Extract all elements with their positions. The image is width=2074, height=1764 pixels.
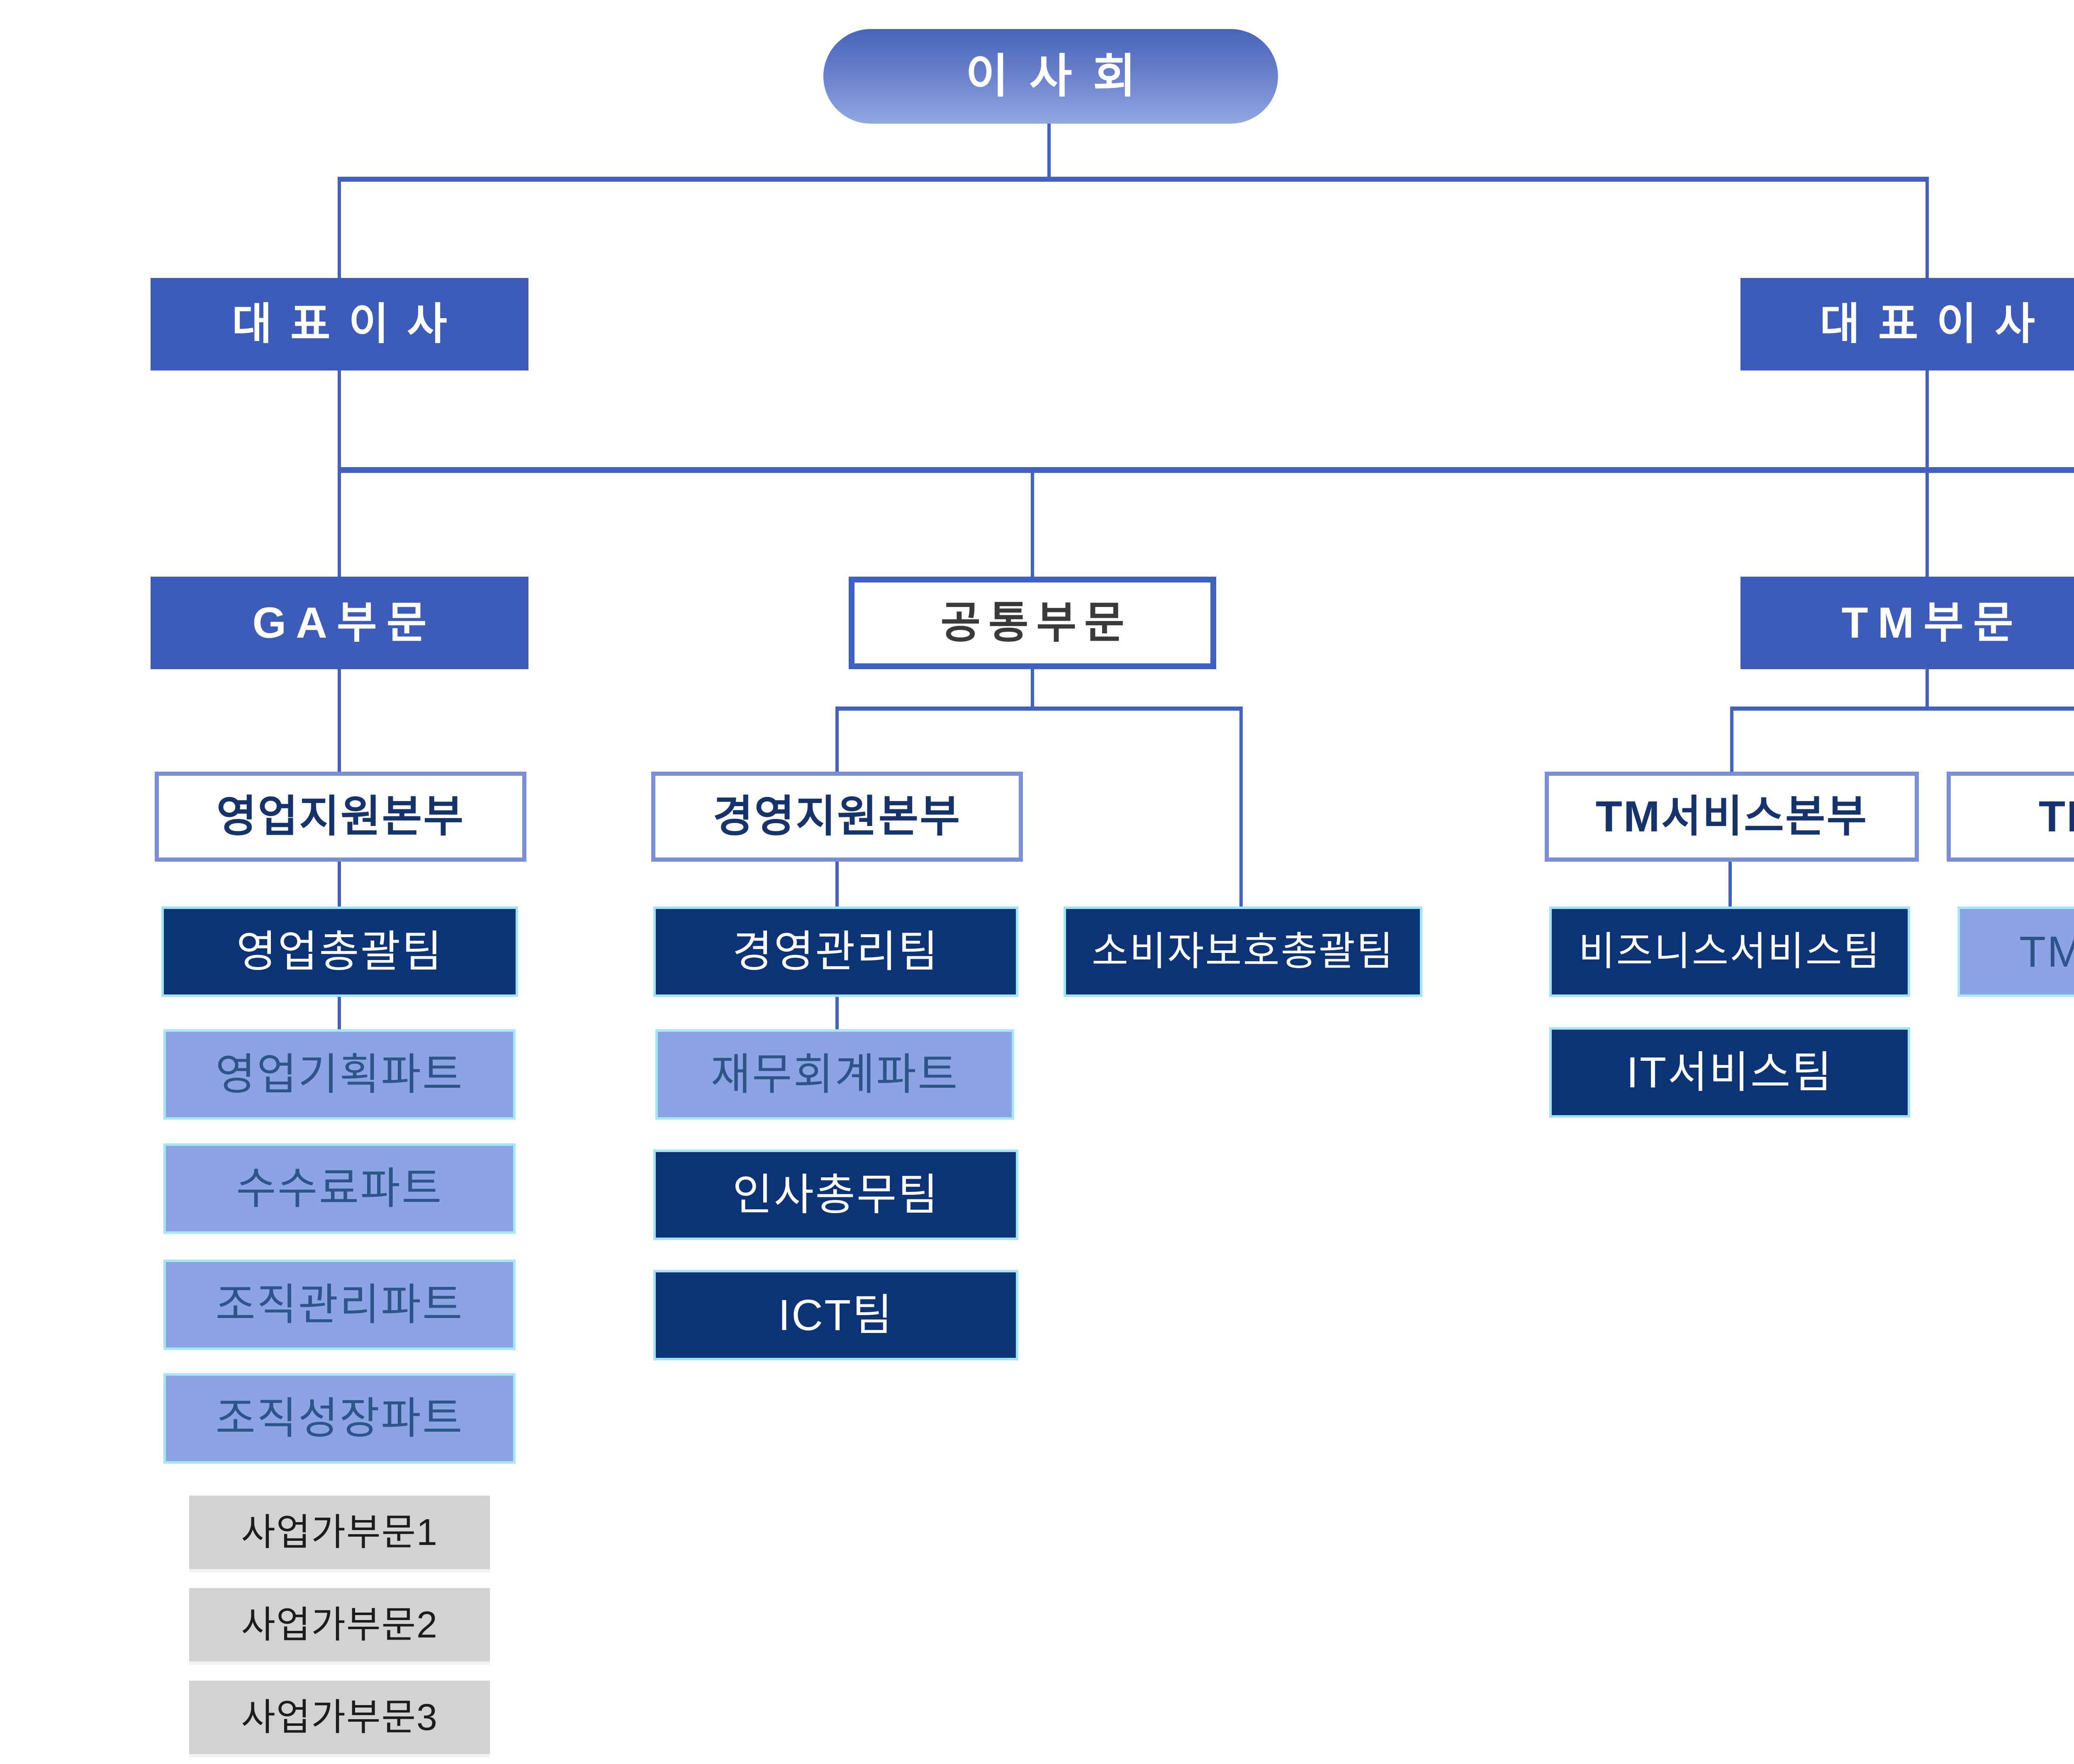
node-business-division-3: 사업가부문3 xyxy=(189,1681,490,1754)
node-it-service-team: IT서비스팀 xyxy=(1549,1027,1910,1118)
node-org-growth-part: 조직성장파트 xyxy=(163,1373,516,1464)
node-tm-support-team: TM지원팀 xyxy=(1947,772,2074,862)
node-management-team: 경영관리팀 xyxy=(653,906,1018,997)
connector-tm-branch-bus xyxy=(1730,707,2074,711)
connector-common-to-branch xyxy=(1031,669,1034,711)
connector-ceo-bus xyxy=(338,177,1929,182)
node-ict-team: ICT팀 xyxy=(653,1270,1018,1360)
node-common-division: 공통부문 xyxy=(849,577,1216,669)
connector-branch-to-consumer-team xyxy=(1239,711,1243,906)
node-sales-general-team: 영업총괄팀 xyxy=(161,906,518,997)
node-business-division-2: 사업가부문2 xyxy=(189,1588,490,1662)
connector-sales-team-to-planning xyxy=(338,997,341,1029)
connector-ceo-right-drop xyxy=(1926,177,1929,278)
connector-mgmt-team-to-finance xyxy=(835,997,839,1029)
node-commission-part: 수수료파트 xyxy=(163,1143,516,1234)
node-tm-education-part: TM교육파트 xyxy=(1957,906,2074,997)
connector-common-branch-bus xyxy=(835,707,1243,711)
connector-sales-hq-to-team xyxy=(338,862,341,906)
connector-ceo-right-to-tm xyxy=(1926,370,1929,577)
connector-board-drop xyxy=(1047,124,1051,178)
node-tm-service-hq: TM서비스본부 xyxy=(1545,772,1919,862)
node-board-of-directors: 이사회 xyxy=(823,29,1278,124)
connector-branch-to-mgmt-hq xyxy=(835,711,839,772)
node-finance-accounting-part: 재무회계파트 xyxy=(655,1029,1014,1120)
node-sales-planning-part: 영업기획파트 xyxy=(163,1029,516,1120)
connector-ga-to-sales-hq xyxy=(338,669,341,772)
node-hr-general-affairs-team: 인사총무팀 xyxy=(653,1150,1018,1240)
connector-branch-to-tm-service-hq xyxy=(1730,711,1733,772)
connector-division-bus xyxy=(338,467,2074,473)
node-consumer-protection-team: 소비자보호총괄팀 xyxy=(1064,906,1422,997)
node-ceo-right: 대표이사 xyxy=(1741,278,2074,370)
node-business-division-1: 사업가부문1 xyxy=(189,1496,490,1569)
connector-ceo-left-drop xyxy=(338,177,341,278)
connector-mgmt-hq-to-team xyxy=(835,862,839,906)
node-ga-division: GA부문 xyxy=(151,577,528,669)
node-tm-division: TM부문 xyxy=(1741,577,2074,669)
connector-tm-service-hq-to-team xyxy=(1728,862,1732,906)
connector-tm-to-branch xyxy=(1926,669,1929,711)
node-sales-support-hq: 영업지원본부 xyxy=(155,772,526,862)
node-org-management-part: 조직관리파트 xyxy=(163,1260,516,1350)
node-management-support-hq: 경영지원본부 xyxy=(651,772,1023,862)
node-business-service-team: 비즈니스서비스팀 xyxy=(1549,906,1910,997)
connector-bus-to-common xyxy=(1031,473,1034,577)
connector-ceo-left-to-ga xyxy=(338,370,341,577)
node-ceo-left: 대표이사 xyxy=(151,278,528,370)
